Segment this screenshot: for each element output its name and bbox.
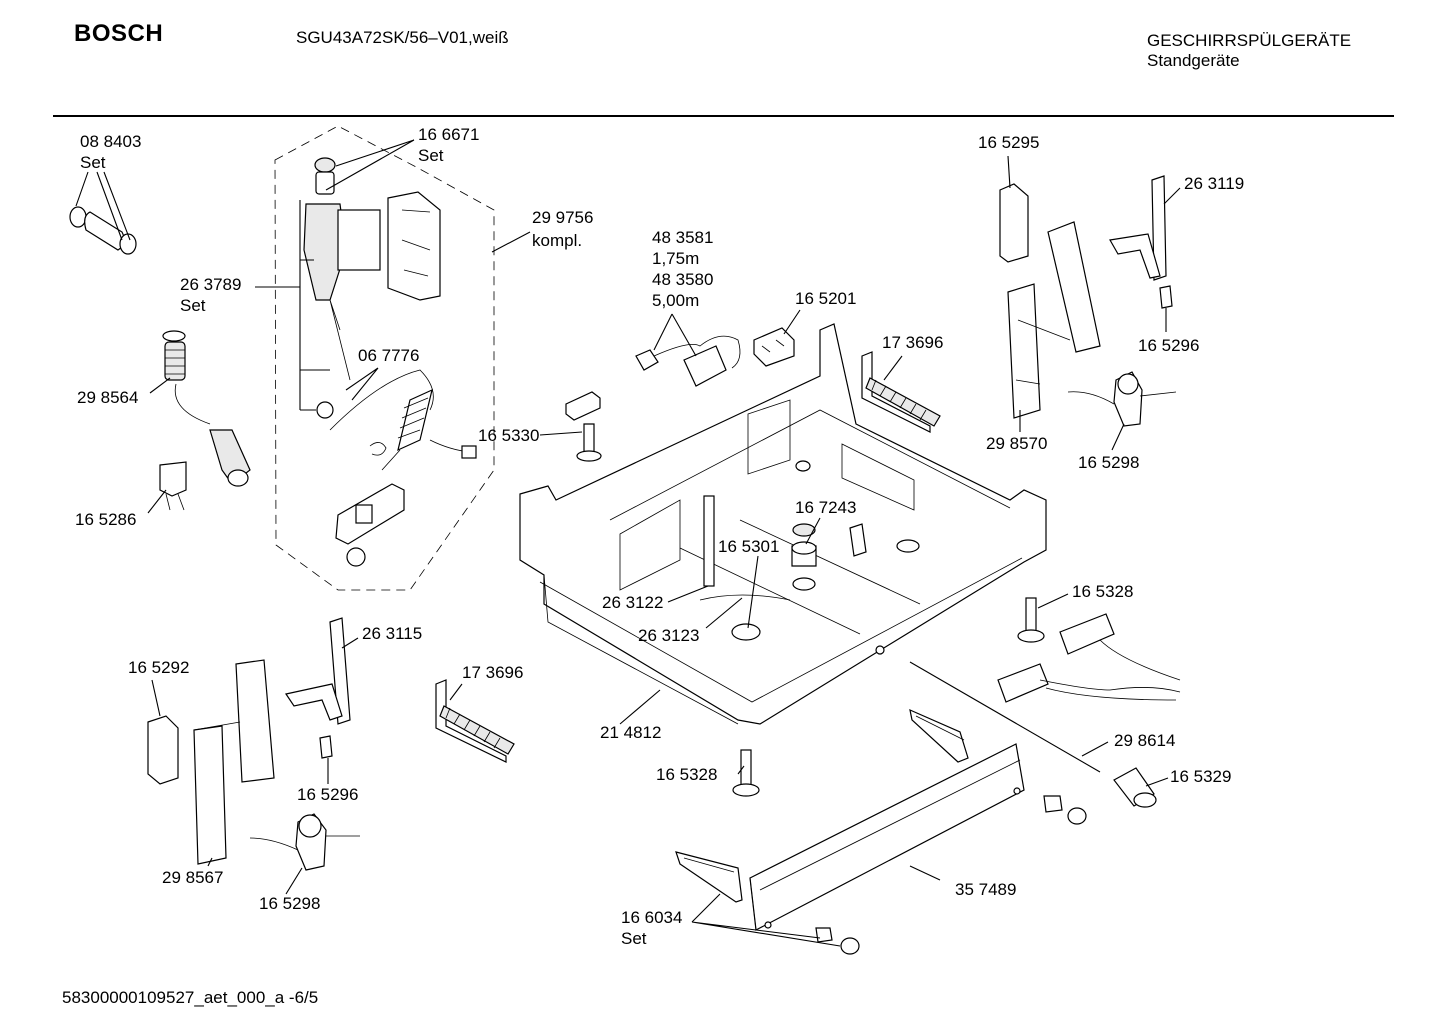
part-number-label: 16 5296 — [297, 785, 358, 804]
part-number-label: 35 7489 — [955, 880, 1016, 899]
part-number-label: 26 3119 — [1184, 174, 1244, 193]
part-number-label: 16 7243 — [795, 498, 856, 517]
part-number-label: 29 8564 — [77, 388, 138, 407]
screw-cap-drawing-right — [1043, 795, 1087, 825]
part-number-label: 16 5328 — [1072, 582, 1133, 601]
part-number-label: 29 8614 — [1114, 731, 1175, 750]
part-number-label: 08 8403 — [80, 132, 141, 151]
part-number-label: 16 5329 — [1170, 767, 1231, 786]
rod-and-spacer-drawing — [909, 661, 1157, 808]
part-note-label: Set — [180, 296, 206, 315]
part-number-label: 16 5298 — [1078, 453, 1139, 472]
drain-hose-drawing — [329, 369, 477, 471]
leader-lines — [75, 139, 1181, 947]
document-id: 58300000109527_aet_000_a -6/5 — [62, 988, 319, 1007]
part-number-label: 16 5292 — [128, 658, 189, 677]
base-frame-drawing — [519, 323, 1047, 725]
part-number-label: 17 3696 — [462, 663, 523, 682]
part-number-label: 26 3122 — [602, 593, 663, 612]
part-note-label: kompl. — [532, 231, 582, 250]
part-number-label: 16 5328 — [656, 765, 717, 784]
foot-screw-drawing-front — [732, 749, 760, 797]
part-number-label: 21 4812 — [600, 723, 661, 742]
spring-bracket-drawing-left — [435, 679, 515, 763]
part-note-label: Set — [621, 929, 647, 948]
part-number-label: 17 3696 — [882, 333, 943, 352]
part-number-label: 26 3123 — [638, 626, 699, 645]
model-number: SGU43A72SK/56–V01,weiß — [296, 28, 509, 47]
foot-screw-drawing-right — [1017, 597, 1045, 643]
wiring-harness-drawing — [997, 613, 1181, 703]
brand-logo: BOSCH — [74, 20, 164, 47]
screw-cap-drawing-front — [815, 927, 860, 955]
part-number-label: 26 3115 — [362, 624, 422, 643]
hose-clamp-set-drawing — [69, 206, 137, 255]
part-number-label: 16 5201 — [795, 289, 856, 308]
part-number-label: 16 6671 — [418, 125, 479, 144]
part-note-label: 5,00m — [652, 291, 699, 310]
part-number-label: 16 5301 — [718, 537, 779, 556]
part-number-label: 16 5330 — [478, 426, 539, 445]
part-note-label: Set — [80, 153, 106, 172]
part-number-label: 48 3581 — [652, 228, 713, 247]
callout-labels: 08 8403 Set 16 6671 Set 29 9756 kompl. 2… — [75, 125, 1244, 948]
level-block-drawing — [565, 391, 602, 462]
part-number-label: 16 5295 — [978, 133, 1039, 152]
part-number-label: 29 8567 — [162, 868, 223, 887]
right-bracket-set-drawing — [999, 175, 1177, 427]
appliance-category: GESCHIRRSPÜLGERÄTE — [1147, 31, 1352, 50]
part-number-label: 26 3789 — [180, 275, 241, 294]
part-number-label: 29 9756 — [532, 208, 593, 227]
kick-plate-drawing — [675, 708, 1025, 931]
part-number-label: 16 5286 — [75, 510, 136, 529]
part-number-label: 16 5298 — [259, 894, 320, 913]
part-number-label: 48 3580 — [652, 270, 713, 289]
part-note-label: Set — [418, 146, 444, 165]
valve-controller-drawing — [335, 483, 405, 567]
part-number-label: 16 6034 — [621, 908, 682, 927]
left-bracket-set-drawing — [147, 617, 360, 871]
connector-block-drawing — [753, 327, 795, 367]
grommet-spiral-drawing — [162, 330, 251, 487]
valve-assembly-drawing — [303, 157, 441, 419]
part-number-label: 16 5296 — [1138, 336, 1199, 355]
part-number-label: 06 7776 — [358, 346, 419, 365]
part-note-label: 1,75m — [652, 249, 699, 268]
clip-drawing — [159, 461, 187, 511]
appliance-subcategory: Standgeräte — [1147, 51, 1240, 70]
spring-bracket-drawing-right — [861, 351, 941, 433]
part-number-label: 29 8570 — [986, 434, 1047, 453]
header-divider — [53, 115, 1394, 117]
cable-harness-drawing — [635, 335, 741, 387]
